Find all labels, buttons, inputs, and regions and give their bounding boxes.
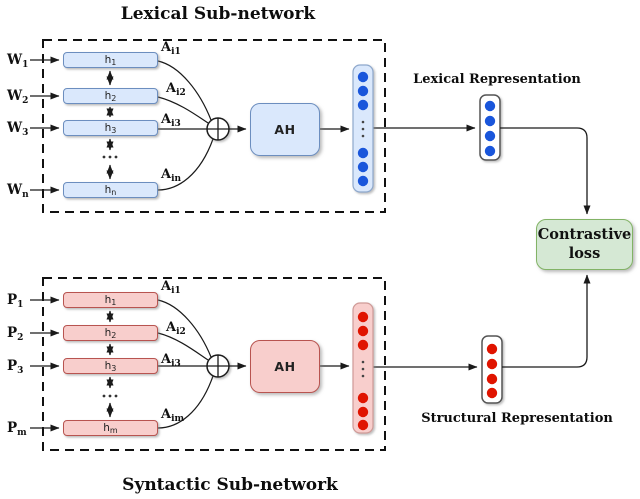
input-label-p3: P3 (7, 358, 24, 376)
input-label-pm: Pm (7, 420, 27, 438)
attention-label-ai2-lex: Ai2 (166, 81, 186, 98)
input-label-wn: Wn (7, 182, 29, 200)
attention-label-ai3-syn: Ai3 (161, 352, 181, 369)
syntactic-ah-box: AH (250, 340, 320, 393)
structural-representation-vector (481, 335, 503, 404)
attention-label-ain-lex: Ain (161, 167, 182, 184)
syntactic-sum-circle (206, 354, 230, 378)
attention-label-ai1-syn: Ai1 (161, 279, 181, 296)
lexical-ah-box: AH (250, 103, 320, 156)
lexical-to-loss-connector (500, 127, 591, 215)
input-label-p2: P2 (7, 325, 24, 343)
attention-label-ai2-syn: Ai2 (166, 320, 186, 337)
attention-label-aim-syn: Aim (161, 407, 185, 424)
structural-to-loss-connector (502, 274, 591, 368)
syntactic-subnetwork-title: Syntactic Sub-network (122, 475, 338, 495)
lexical-sum-circle (206, 117, 230, 141)
lexical-hidden-vector (352, 64, 374, 193)
attention-label-ai3-lex: Ai3 (161, 112, 181, 129)
lexical-representation-label: Lexical Representation (413, 72, 581, 87)
lexical-subnetwork-title: Lexical Sub-network (120, 4, 316, 24)
input-label-w3: W3 (7, 120, 29, 138)
input-label-w2: W2 (7, 88, 29, 106)
syntactic-hidden-vector (352, 302, 374, 434)
lexical-representation-vector (479, 94, 501, 161)
input-label-w1: W1 (7, 52, 29, 70)
structural-representation-label: Structural Representation (421, 411, 613, 426)
contrastive-loss-box: Contrastive loss (536, 219, 633, 270)
attention-label-ai1-lex: Ai1 (161, 40, 181, 57)
input-label-p1: P1 (7, 292, 24, 310)
